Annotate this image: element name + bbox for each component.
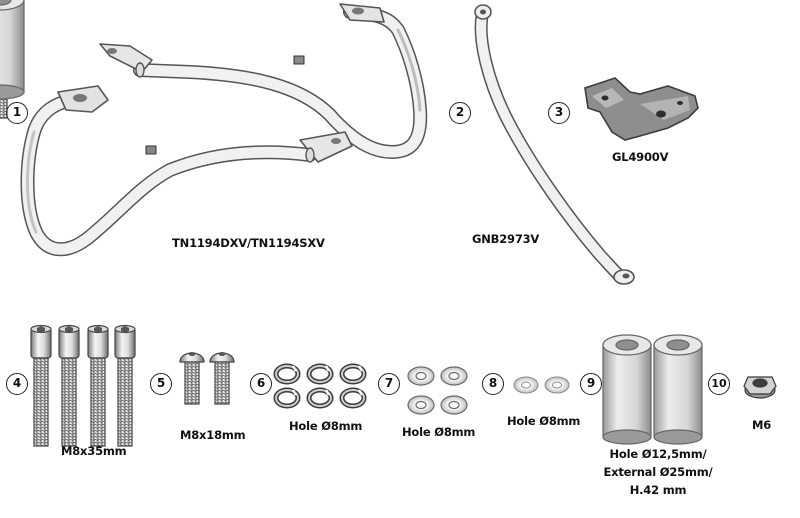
part-number-8: 8: [482, 373, 504, 395]
part-label-9: Hole Ø12,5mm/ External Ø25mm/ H.42 mm: [598, 445, 718, 499]
mounting-plate-icon: [584, 77, 699, 141]
side-frame-bracket-icon: [20, 3, 428, 257]
part-label-9-line-1: Hole Ø12,5mm/: [609, 447, 707, 461]
curved-bar-icon: [474, 4, 635, 285]
part-label-10: M6: [752, 418, 772, 432]
part-label-7: Hole Ø8mm: [402, 425, 476, 439]
part-number-3: 3: [548, 102, 570, 124]
part-label-8: Hole Ø8mm: [507, 414, 581, 428]
part-label-9-line-3: H.42 mm: [629, 483, 687, 497]
part-label-9-line-2: External Ø25mm/: [603, 465, 713, 479]
part-number-2: 2: [449, 102, 471, 124]
part-number-5: 5: [150, 373, 172, 395]
part-number-10: 10: [708, 373, 730, 395]
spring-washer-icon: [0, 0, 364, 406]
part-number-4: 4: [6, 373, 28, 395]
part-label-6: Hole Ø8mm: [289, 419, 363, 433]
part-label-1: TN1194DXV/TN1194SXV: [172, 236, 325, 250]
part-number-7: 7: [378, 373, 400, 395]
spacer-icon: [0, 0, 703, 445]
part-label-5: M8x18mm: [180, 428, 246, 442]
part-number-9: 9: [580, 373, 602, 395]
part-label-3: GL4900V: [612, 150, 669, 164]
flange-nut-icon: [743, 376, 777, 399]
part-number-1: 1: [6, 102, 28, 124]
part-number-6: 6: [250, 373, 272, 395]
part-label-4: M8x35mm: [61, 444, 127, 458]
part-label-2: GNB2973V: [472, 232, 540, 246]
